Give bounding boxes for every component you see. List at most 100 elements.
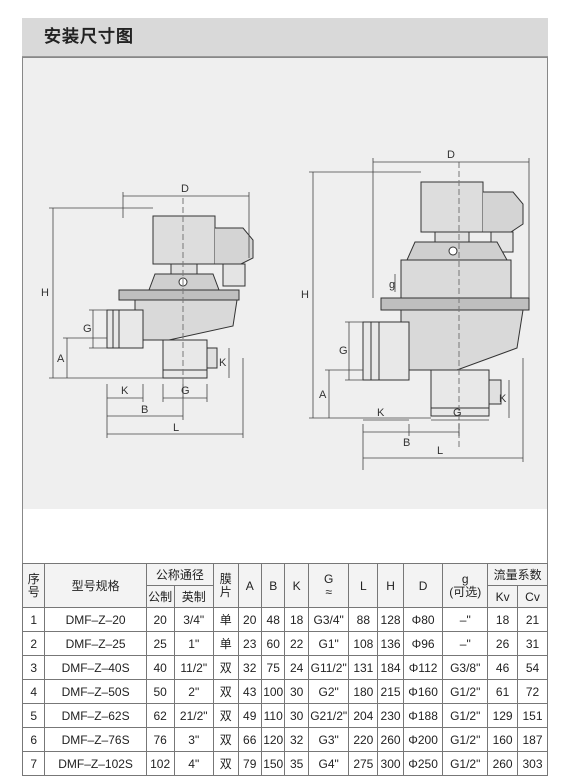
cell-d: Φ160 [402, 679, 444, 704]
cell-metric: 50 [145, 679, 175, 704]
cell-b: 110 [260, 703, 286, 728]
cell-k: 30 [284, 679, 309, 704]
cell-cv: 31 [517, 631, 548, 656]
cell-a: 20 [237, 607, 262, 632]
header-seq: 序号 [21, 563, 46, 608]
cell-d: Φ80 [402, 607, 444, 632]
header-l: L [348, 563, 379, 608]
cell-kv: 129 [487, 703, 519, 728]
right-coil [420, 181, 484, 233]
cell-model: DMF–Z–40S [44, 655, 147, 680]
cell-imperial: 21/2" [173, 703, 214, 728]
left-valve-drawing [106, 198, 254, 398]
header-metric: 公制 [145, 585, 175, 608]
cell-membrane: 双 [212, 751, 239, 776]
cell-b: 100 [260, 679, 286, 704]
header-k: K [284, 563, 309, 608]
cell-membrane: 单 [212, 607, 239, 632]
cell-l: 220 [348, 727, 379, 752]
header-membrane: 膜片 [212, 563, 239, 608]
cell-g: G2" [307, 679, 350, 704]
installation-drawing: D H A G K K G B L [41, 149, 530, 470]
left-connector [215, 227, 254, 265]
cell-imperial: 11/2" [173, 655, 214, 680]
cell-a: 66 [237, 727, 262, 752]
cell-membrane: 双 [212, 655, 239, 680]
right-valve-drawing [362, 162, 530, 450]
right-flange [380, 297, 530, 311]
left-label-l: L [173, 422, 179, 434]
cell-seq: 5 [21, 703, 46, 728]
cell-k: 32 [284, 727, 309, 752]
right-inlet-port [362, 321, 410, 381]
cell-cv: 187 [517, 727, 548, 752]
right-connector [483, 191, 524, 233]
header-g: G≈ [307, 563, 350, 608]
header-a: A [237, 563, 262, 608]
drawing-panel: D H A G K K G B L [22, 57, 548, 511]
cell-model: DMF–Z–50S [44, 679, 147, 704]
cell-kv: 18 [487, 607, 519, 632]
right-label-g-pilot: g [389, 279, 395, 291]
right-label-a: A [319, 389, 327, 401]
header-kv: Kv [487, 585, 519, 608]
left-dimension-labels: D H A G K K G B L [41, 183, 227, 434]
cell-membrane: 双 [212, 703, 239, 728]
left-label-a: A [57, 353, 65, 365]
cell-membrane: 双 [212, 727, 239, 752]
cell-imperial: 4" [173, 751, 214, 776]
cell-k: 24 [284, 655, 309, 680]
cell-b: 150 [260, 751, 286, 776]
right-label-h: H [301, 289, 309, 301]
cell-g: G1/2" [442, 751, 489, 776]
header-model: 型号规格 [44, 563, 147, 608]
cell-a: 43 [237, 679, 262, 704]
header-b: B [260, 563, 286, 608]
cell-metric: 25 [145, 631, 175, 656]
cell-b: 60 [260, 631, 286, 656]
cell-g: –" [442, 631, 489, 656]
blank-band [22, 509, 548, 563]
cell-g: –" [442, 607, 489, 632]
cell-g: G1/2" [442, 679, 489, 704]
cell-metric: 62 [145, 703, 175, 728]
cell-b: 48 [260, 607, 286, 632]
left-inlet-port [106, 309, 144, 349]
cell-b: 120 [260, 727, 286, 752]
spec-table-section: 序号 型号规格 公称通径 膜片 A B K G≈ L H D g(可选) 流量系… [21, 509, 548, 776]
right-label-d: D [447, 149, 455, 161]
cell-h: 128 [377, 607, 404, 632]
left-flange [118, 289, 240, 301]
cell-h: 215 [377, 679, 404, 704]
cell-g: G3/8" [442, 655, 489, 680]
left-coil [152, 215, 216, 265]
cell-l: 180 [348, 679, 379, 704]
cell-b: 75 [260, 655, 286, 680]
left-label-d: D [181, 183, 189, 195]
cell-cv: 72 [517, 679, 548, 704]
cell-d: Φ200 [402, 727, 444, 752]
spec-table: 序号 型号规格 公称通径 膜片 A B K G≈ L H D g(可选) 流量系… [21, 563, 548, 776]
cell-kv: 260 [487, 751, 519, 776]
cell-cv: 21 [517, 607, 548, 632]
cell-cv: 151 [517, 703, 548, 728]
right-dimension-labels: D H g A G K K B G L [301, 149, 507, 457]
left-body [134, 299, 238, 341]
cell-metric: 20 [145, 607, 175, 632]
cell-membrane: 双 [212, 679, 239, 704]
header-imperial: 英制 [173, 585, 214, 608]
cell-g: G21/2" [307, 703, 350, 728]
cell-h: 260 [377, 727, 404, 752]
right-stem [434, 231, 470, 243]
cell-seq: 1 [21, 607, 46, 632]
right-upper-body [400, 259, 512, 299]
cell-g: G3" [307, 727, 350, 752]
cell-kv: 160 [487, 727, 519, 752]
cell-cv: 303 [517, 751, 548, 776]
cell-a: 79 [237, 751, 262, 776]
left-stem [170, 263, 198, 275]
